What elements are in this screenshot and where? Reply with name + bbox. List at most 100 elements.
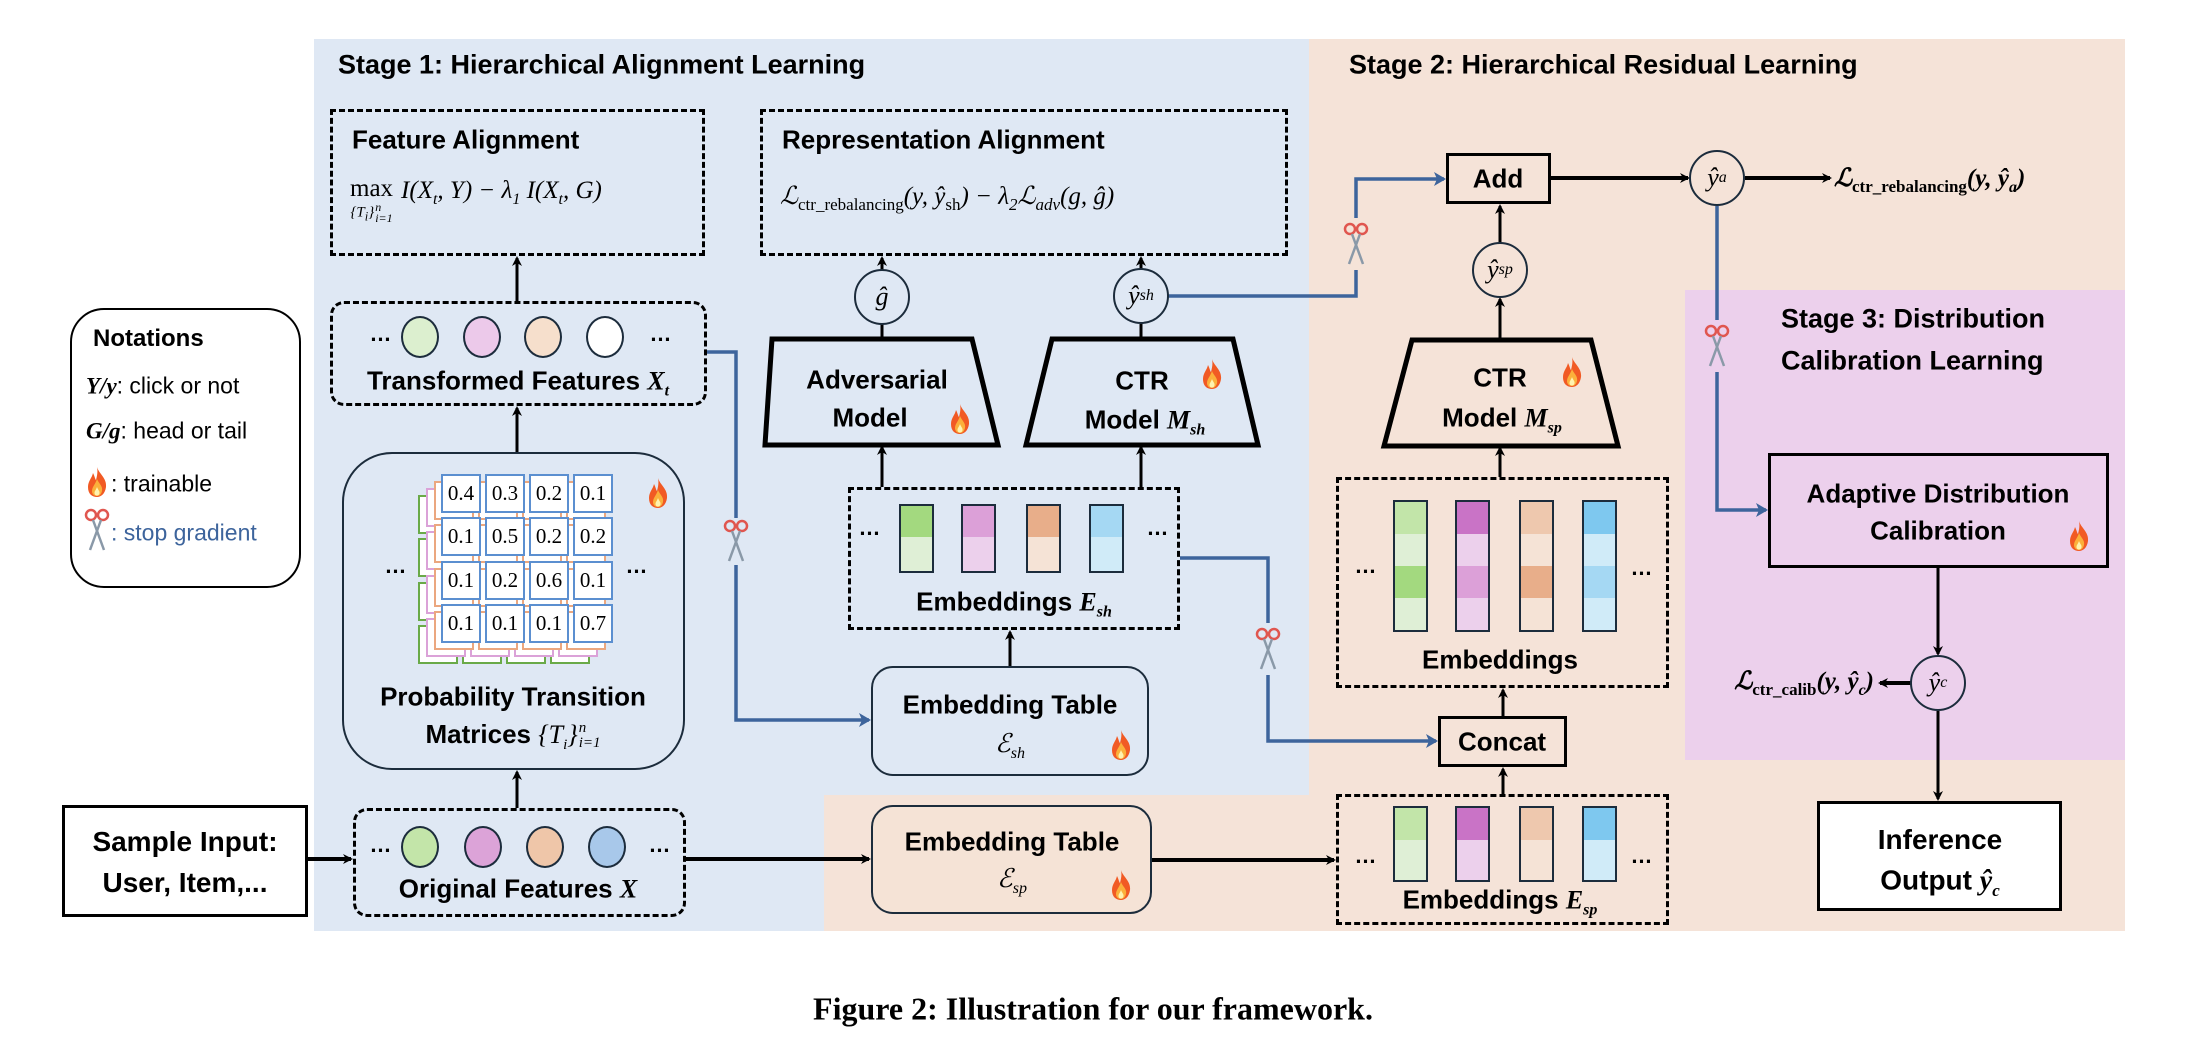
embedding-segment: [1091, 537, 1122, 571]
adversarial-model: [762, 336, 1002, 448]
matrix-cell: 0.2: [529, 474, 569, 513]
embedding-segment: [1395, 840, 1426, 880]
feature-node: [586, 316, 624, 358]
ctr-model-sh: [1022, 336, 1262, 448]
embedding-vector: [961, 504, 996, 573]
embedding-segment: [1521, 598, 1552, 630]
embedding-vector: [1393, 806, 1428, 882]
embedding-segment: [1584, 598, 1615, 630]
scissors-icon: [1702, 324, 1732, 368]
embedding-segment: [1457, 598, 1488, 630]
ellipsis: …: [1146, 515, 1170, 540]
embedding-vector: [1582, 500, 1617, 632]
loss-rebalancing: ℒctr_rebalancing(y, ŷa): [1834, 165, 2026, 196]
embedding-segment: [1584, 840, 1615, 880]
ellipsis: …: [1354, 553, 1378, 578]
ellipsis: …: [648, 832, 672, 857]
inference-label-line2: Output ŷc: [1880, 864, 2000, 901]
feature-node: [463, 316, 501, 358]
stop-gradient-arrow: [1354, 172, 1446, 218]
embedding-vector: [1455, 806, 1490, 882]
matrix-cell: 0.2: [485, 561, 525, 600]
sample-input-line1: Sample Input:: [92, 826, 278, 857]
embeddings-sp-box: [1336, 794, 1669, 925]
embedding-segment: [1521, 534, 1552, 566]
feature-node: [588, 826, 626, 868]
representation-alignment-box: [760, 109, 1288, 256]
add-box: [1446, 153, 1551, 204]
ctr-model-sp-label-line2: Model Msp: [1442, 402, 1562, 437]
adversarial-model-label-line2: Model: [832, 402, 908, 433]
representation-alignment-title: Representation Alignment: [782, 124, 1105, 155]
embeddings-concat-box: [1336, 477, 1669, 688]
ellipsis: …: [1630, 555, 1654, 580]
matrix-cell: 0.2: [573, 517, 613, 556]
concat-label: Concat: [1457, 726, 1547, 757]
matrices-label-line1: Probability Transition: [380, 681, 646, 712]
feature-node: [526, 826, 564, 868]
feature-node: [401, 826, 439, 868]
stage3-title-line1: Stage 3: Distribution: [1781, 303, 2046, 334]
ellipsis: …: [649, 321, 673, 346]
notation-y: Y/y: click or not: [86, 373, 239, 400]
embedding-table-sh-label: Embedding Table: [902, 689, 1118, 720]
probability-transition-matrices-box: [342, 452, 685, 770]
notation-symbol: G/g: [86, 418, 121, 444]
embedding-table-sh: [871, 666, 1149, 776]
stage1-title: Stage 1: Hierarchical Alignment Learning: [338, 49, 866, 80]
ellipsis: …: [384, 553, 408, 578]
stage3-title-line2: Calibration Learning: [1781, 345, 2044, 376]
stop-gradient-arrow: [1715, 372, 1768, 517]
figure-caption: Figure 2: Illustration for our framework…: [813, 990, 1373, 1027]
inference-output-box: [1817, 801, 2062, 911]
matrix-cell: 0.1: [441, 517, 481, 556]
matrix-cell: 0.2: [529, 517, 569, 556]
ctr-model-sh-label-line2: Model Msh: [1084, 404, 1206, 439]
embedding-segment: [1521, 840, 1552, 880]
inference-label-line1: Inference: [1877, 824, 2003, 855]
embedding-vector: [1455, 500, 1490, 632]
notation-trainable: : trainable: [111, 470, 213, 497]
scissors-icon: [721, 519, 751, 563]
embedding-segment: [1457, 808, 1488, 840]
fire-icon: [1200, 358, 1224, 390]
matrix-cell: 0.6: [529, 561, 569, 600]
embedding-segment: [1457, 534, 1488, 566]
calibration-label-line2: Calibration: [1870, 515, 2006, 546]
add-label: Add: [1472, 163, 1524, 194]
embedding-vector: [1089, 504, 1124, 573]
embedding-vector: [1519, 806, 1554, 882]
notation-text: : click or not: [116, 372, 240, 399]
ellipsis: …: [1354, 843, 1378, 868]
adaptive-distribution-calibration-box: [1768, 453, 2109, 568]
ellipsis: …: [1630, 843, 1654, 868]
embedding-segment: [1395, 502, 1426, 534]
embedding-segment: [963, 537, 994, 571]
embedding-segment: [1028, 506, 1059, 537]
embedding-segment: [1521, 808, 1552, 840]
matrix-cell: 0.5: [485, 517, 525, 556]
ellipsis: …: [625, 553, 649, 578]
matrix-cell: 0.1: [529, 604, 569, 643]
embedding-vector: [1582, 806, 1617, 882]
embedding-segment: [1395, 598, 1426, 630]
scissors-icon: [1253, 627, 1283, 671]
stop-gradient-line: [1180, 556, 1270, 623]
matrix-cell: 0.1: [573, 474, 613, 513]
ctr-model-sp: [1380, 337, 1622, 449]
embedding-segment: [1584, 566, 1615, 598]
stop-gradient-line: [1168, 270, 1358, 298]
embedding-table-sp-symbol: ℰsp: [997, 864, 1027, 898]
embeddings-sh-label: Embeddings Esh: [916, 586, 1112, 621]
original-features-box: [353, 808, 686, 917]
loss-calibration: ℒctr_calib(y, ŷc): [1734, 668, 1874, 699]
notation-g: G/g: head or tail: [86, 418, 247, 445]
embedding-segment: [1584, 534, 1615, 566]
matrix-cell: 0.1: [573, 561, 613, 600]
matrix-cell: 0.3: [485, 474, 525, 513]
